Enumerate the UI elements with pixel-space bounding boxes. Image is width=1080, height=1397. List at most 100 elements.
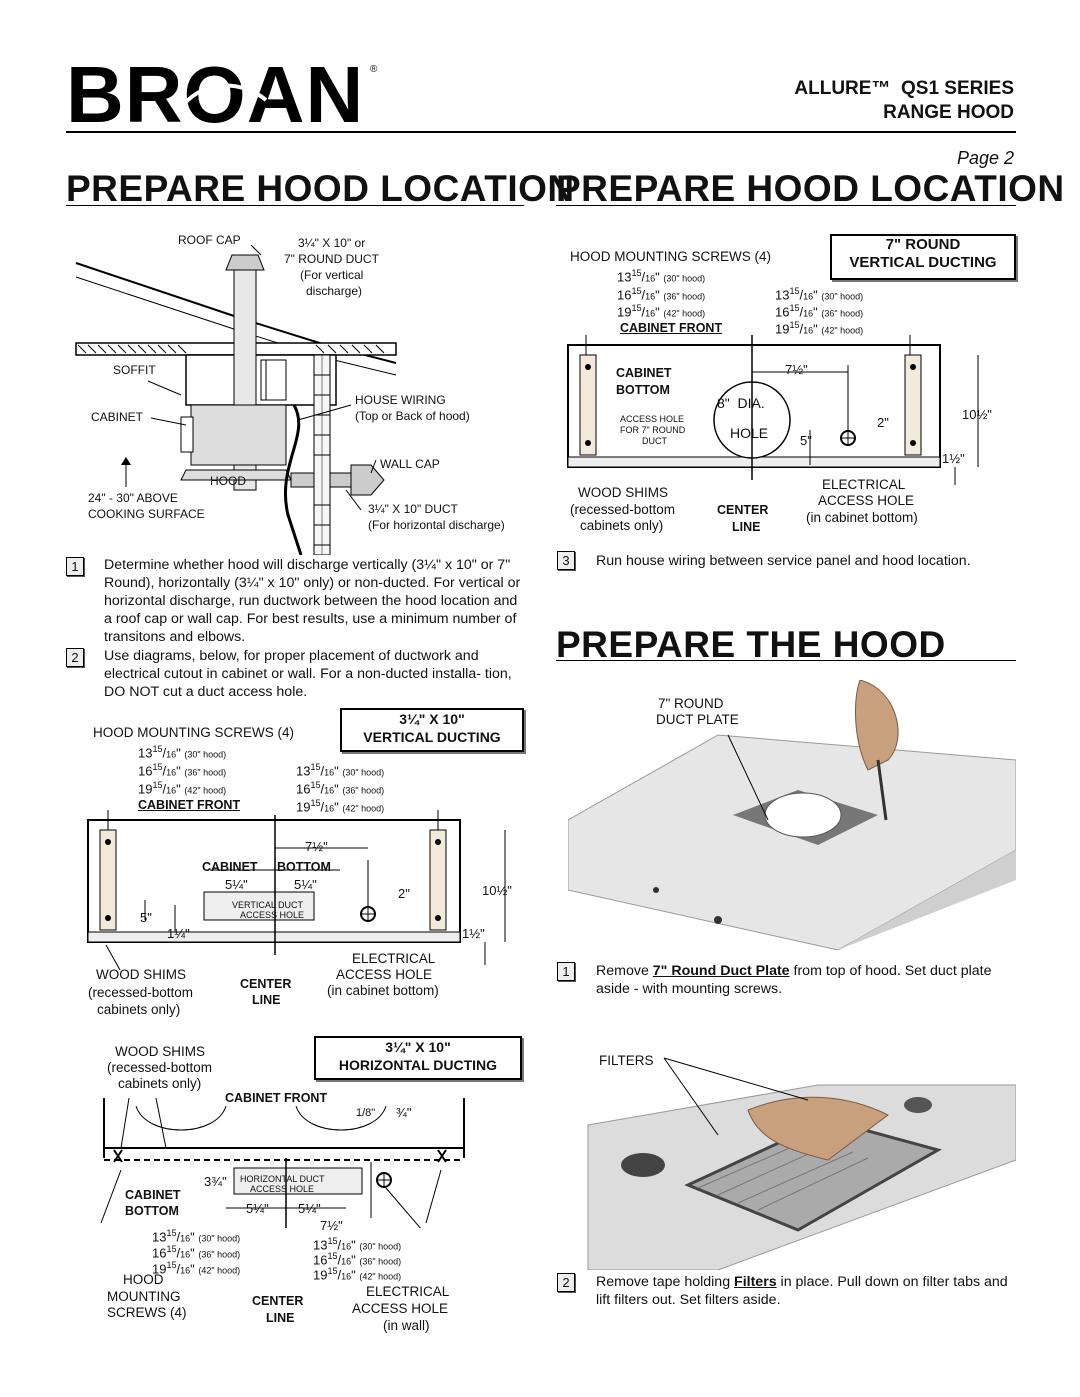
vertical-ducting-box: 3¼" X 10" VERTICAL DUCTING <box>340 708 524 752</box>
duct-horizontal-label-1: 3¼" X 10" DUCT <box>368 502 458 516</box>
fig2-electrical-1: ELECTRICAL <box>352 951 436 966</box>
fig3-wood-shims-1: WOOD SHIMS <box>115 1044 205 1059</box>
filters-photo <box>568 1040 1017 1271</box>
step-r1-post: from top of hood. Set duct plate aside -… <box>596 963 992 997</box>
fig2-num-30: 15 <box>152 744 163 754</box>
cabinet-label: CABINET <box>91 410 144 424</box>
hood-location-diagram <box>66 225 526 556</box>
fig2-r-num-42: 15 <box>310 798 321 808</box>
fig3-num-42: 15 <box>166 1260 177 1270</box>
fig3-whole-30: 13 <box>152 1229 167 1245</box>
fig2-r-num-30: 15 <box>310 762 321 772</box>
fig3-electrical-3: (in wall) <box>383 1318 430 1333</box>
fig3-whole-42: 19 <box>152 1261 167 1277</box>
fig4-center-2: LINE <box>732 520 761 534</box>
fig2-wood-shims-1: WOOD SHIMS <box>96 967 186 982</box>
horizontal-ducting-box: 3¼" X 10" HORIZONTAL DUCTING <box>314 1036 522 1080</box>
fig4-access-2: FOR 7" ROUND <box>620 425 686 435</box>
fig2-whole-42: 19 <box>138 781 153 797</box>
fig4-cabinet-front: CABINET FRONT <box>620 321 723 335</box>
fig4-r-den-36: 16 <box>803 308 814 319</box>
fig3-den-42: 16 <box>180 1265 191 1276</box>
fig3-dim-30-left: 1315/16" (30" hood) <box>152 1228 241 1245</box>
horizontal-ducting-diagram <box>96 1097 476 1259</box>
step-r1-number: 1 <box>557 962 575 981</box>
step-r1-text: Remove 7" Round Duct Plate from top of h… <box>596 962 1016 998</box>
left-title-rule <box>66 205 524 206</box>
fig2-den-30: 16 <box>166 749 177 760</box>
header-rule <box>66 131 1016 133</box>
fig2-hood-36: (36" hood) <box>184 767 227 778</box>
fig2-r-hood-42: (42" hood) <box>342 803 385 814</box>
fig4-dim-36-right: 1615/16" (36" hood) <box>775 303 864 320</box>
fig4-dim-36-left: 1615/16" (36" hood) <box>617 286 706 303</box>
step-3-number: 3 <box>557 551 575 570</box>
vertical-ducting-size: 3¼" X 10" <box>399 711 465 727</box>
product-title: RANGE HOOD <box>883 102 1014 123</box>
fig4-whole-42: 19 <box>617 304 632 320</box>
fig2-cabinet-front: CABINET FRONT <box>138 798 241 812</box>
fig3-r-hood-42: (42" hood) <box>359 1271 402 1282</box>
fig3-horizontal-duct-1: HORIZONTAL DUCT <box>240 1174 325 1184</box>
fig2-r-num-36: 15 <box>310 780 321 790</box>
fig3-r-num-36: 15 <box>327 1251 338 1261</box>
filters-label: FILTERS <box>599 1053 654 1068</box>
fig2-r-hood-36: (36" hood) <box>342 785 385 796</box>
page-number: Page 2 <box>956 148 1014 168</box>
fig4-r-whole-42: 19 <box>775 321 790 337</box>
fig2-num-36: 15 <box>152 762 163 772</box>
fig2-r-whole-30: 13 <box>296 763 311 779</box>
step-1-number: 1 <box>66 557 84 576</box>
fig2-seven-half: 7½" <box>305 839 328 854</box>
fig3-center-2: LINE <box>266 1311 295 1325</box>
above-surface-label-1: 24" - 30" ABOVE <box>88 491 178 505</box>
hood-label: HOOD <box>210 474 246 488</box>
roof-cap-label: ROOF CAP <box>178 233 241 247</box>
fig4-den-30: 16 <box>645 273 656 284</box>
broan-logo-art: BROAN <box>66 50 363 139</box>
duct-plate-photo <box>567 679 1017 951</box>
fig4-access-1: ACCESS HOLE <box>620 414 685 424</box>
step-r1-link[interactable]: 7" Round Duct Plate <box>652 963 790 979</box>
fig4-access-3: DUCT <box>642 436 667 446</box>
round-ducting-art <box>567 295 979 485</box>
duct-vertical-label-1: 3¼" X 10" or <box>298 236 366 250</box>
hood-location-art <box>75 244 397 556</box>
fig3-den-36: 16 <box>180 1249 191 1260</box>
fig3-r-den-30: 16 <box>341 1241 352 1252</box>
step-r2-text: Remove tape holding Filters in place. Pu… <box>596 1273 1016 1309</box>
fig2-dim-36-left: 1615/16" (36" hood) <box>138 762 227 779</box>
fig3-dim-36-right: 1615/16" (36" hood) <box>313 1251 402 1268</box>
fig2-r-whole-42: 19 <box>296 799 311 815</box>
fig4-r-den-30: 16 <box>803 291 814 302</box>
fig4-hood-42: (42" hood) <box>663 308 706 319</box>
step-2-number: 2 <box>66 648 84 667</box>
fig3-seven-half: 7½" <box>320 1218 343 1233</box>
fig2-cabinet-bottom-b: BOTTOM <box>277 860 331 874</box>
duct-horizontal-label-2: (For horizontal discharge) <box>368 518 505 532</box>
fig3-num-30: 15 <box>166 1228 177 1238</box>
fig2-five-q-left: 5¼" <box>225 877 248 892</box>
fig3-electrical-2: ACCESS HOLE <box>352 1301 449 1316</box>
step-3-text: Run house wiring between service panel a… <box>596 553 971 569</box>
step-r2-link[interactable]: Filters <box>734 1274 777 1290</box>
fig4-wood-shims-2: (recessed-bottom <box>570 502 676 517</box>
fig2-r-hood-30: (30" hood) <box>342 767 385 778</box>
fig4-cabinet-bottom-a: CABINET <box>616 366 672 380</box>
fig2-two: 2" <box>398 886 410 901</box>
fig4-center-1: CENTER <box>717 503 769 517</box>
fig3-cabinet-bottom-a: CABINET <box>125 1188 181 1202</box>
house-wiring-label-2: (Top or Back of hood) <box>355 409 470 423</box>
fig3-dim-42-left: 1915/16" (42" hood) <box>152 1260 241 1277</box>
step-r1-pre: Remove <box>596 963 653 979</box>
fig2-one-half: 1½" <box>462 926 485 941</box>
right-title-rule <box>556 205 1016 206</box>
round-ducting-size: 7" ROUND <box>885 236 961 253</box>
vertical-ducting-art <box>87 750 506 971</box>
fig3-dim-36-left: 1615/16" (36" hood) <box>152 1244 241 1261</box>
registered-mark: ® <box>370 64 378 75</box>
fig3-hood-30: (30" hood) <box>198 1233 241 1244</box>
fig3-five-q-left: 5¼" <box>246 1201 269 1216</box>
fig2-dim-36-right: 1615/16" (36" hood) <box>296 780 385 797</box>
fig4-r-hood-42: (42" hood) <box>821 325 864 336</box>
